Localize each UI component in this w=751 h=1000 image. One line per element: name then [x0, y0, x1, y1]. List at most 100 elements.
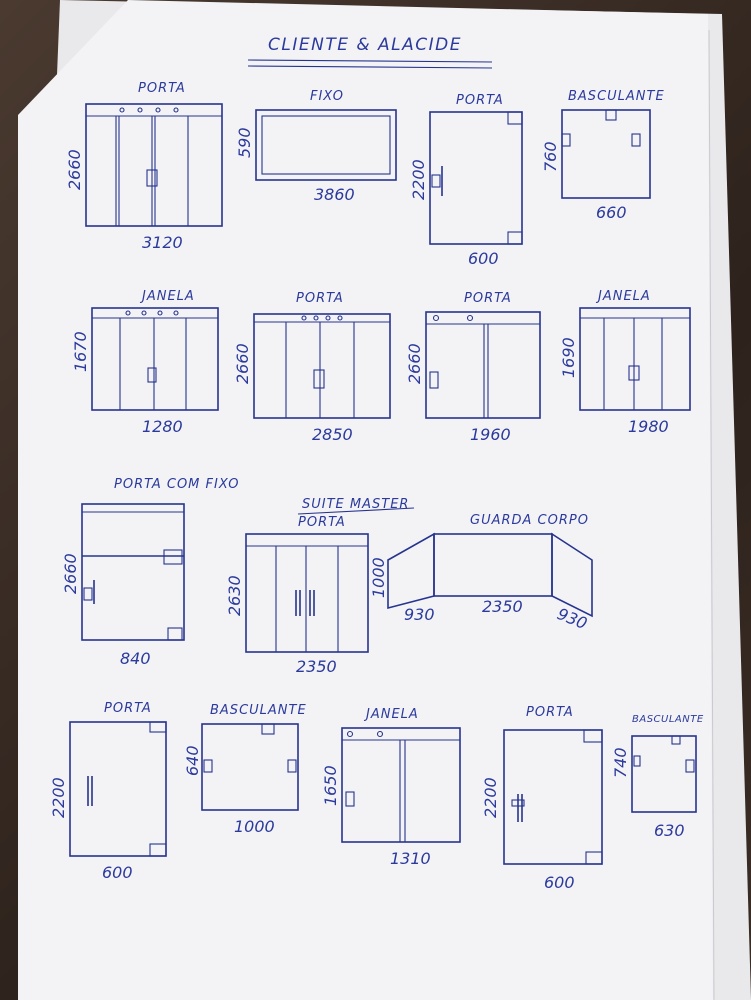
porta-com-fixo-width: 840 — [120, 649, 151, 668]
porta-f-frame — [503, 729, 603, 865]
porta-f-hinge-bottom — [585, 851, 603, 865]
janela-c-roller — [376, 730, 384, 738]
suite-master-drawing: SUITE MASTER PORTA 2350 2630 — [225, 497, 415, 676]
fixo-frame — [255, 109, 397, 181]
janela-b-label: JANELA — [595, 289, 651, 304]
janela-b-drawing: JANELA 1980 1690 — [559, 289, 691, 436]
guarda-corpo-right-panel — [551, 532, 593, 618]
janela-a-roller — [141, 310, 147, 316]
title-underline-1 — [247, 59, 493, 63]
basculante-b-latch-left — [203, 759, 213, 773]
porta-a-handle — [146, 169, 158, 187]
basculante-c-drawing: BASCULANTE 630 740 — [611, 714, 704, 840]
porta-c-drawing: PORTA 2850 2660 — [233, 291, 391, 444]
porta-d-frame — [425, 311, 541, 419]
basculante-b-label: BASCULANTE — [210, 703, 307, 718]
janela-c-label: JANELA — [363, 707, 419, 722]
janela-a-handle — [147, 367, 157, 383]
porta-a-label: PORTA — [138, 81, 186, 96]
porta-b-height: 2200 — [409, 159, 428, 200]
basculante-b-height: 640 — [183, 745, 202, 776]
fixo-height: 590 — [235, 127, 254, 158]
porta-com-fixo-label: PORTA COM FIXO — [114, 477, 240, 492]
basculante-latch-left — [561, 133, 571, 147]
janela-c-height: 1650 — [321, 765, 340, 806]
porta-com-fixo-lock — [83, 587, 93, 601]
janela-a-frame — [91, 307, 219, 411]
porta-com-fixo-hinge-top — [163, 549, 183, 565]
paper-edge — [708, 29, 715, 1000]
guarda-corpo-drawing: GUARDA CORPO 1000 930 2350 930 — [369, 513, 593, 633]
fixo-glass — [261, 115, 391, 175]
paper-sheet — [18, 0, 713, 1000]
porta-f-drawing: PORTA 600 2200 — [481, 705, 603, 892]
porta-b-width: 600 — [468, 249, 499, 268]
porta-com-fixo-hinge-bottom — [167, 627, 183, 641]
page-title: CLIENTE & ALACIDE — [268, 35, 462, 55]
janela-b-frame — [579, 307, 691, 411]
basculante-c-label: BASCULANTE — [632, 714, 704, 725]
basculante-c-hinge — [671, 735, 681, 745]
janela-a-height: 1670 — [71, 331, 90, 372]
basculante-b-latch-right — [287, 759, 297, 773]
porta-f-hinge-top — [583, 729, 603, 743]
porta-f-label: PORTA — [526, 705, 574, 720]
suite-master-label: PORTA — [298, 515, 346, 530]
porta-d-height: 2660 — [405, 343, 424, 384]
basculante-width: 660 — [596, 203, 627, 222]
porta-c-roller — [325, 315, 331, 321]
porta-d-handle — [429, 371, 439, 389]
guarda-corpo-height: 1000 — [369, 557, 388, 598]
porta-a-roller — [119, 107, 125, 113]
porta-a-frame — [85, 103, 223, 227]
basculante-b-width: 1000 — [234, 817, 275, 836]
janela-a-width: 1280 — [142, 417, 183, 436]
fixo-drawing: FIXO 3860 590 — [235, 89, 397, 204]
janela-b-handle — [628, 365, 640, 381]
porta-c-roller — [301, 315, 307, 321]
guarda-corpo-left-width: 930 — [404, 605, 435, 624]
porta-c-width: 2850 — [312, 425, 353, 444]
porta-b-hinge-top — [507, 111, 523, 125]
suite-master-frame — [245, 533, 369, 653]
basculante-hinge — [605, 109, 617, 121]
porta-a-roller — [155, 107, 161, 113]
porta-c-height: 2660 — [233, 343, 252, 384]
porta-e-width: 600 — [102, 863, 133, 882]
porta-e-hinge-bottom — [149, 843, 167, 857]
porta-c-label: PORTA — [296, 291, 344, 306]
suite-master-width: 2350 — [296, 657, 337, 676]
basculante-b-drawing: BASCULANTE 1000 640 — [183, 703, 307, 836]
porta-e-drawing: PORTA 600 2200 — [49, 701, 167, 882]
porta-d-label: PORTA — [464, 291, 512, 306]
janela-c-width: 1310 — [390, 849, 431, 868]
porta-b-drawing: PORTA 600 2200 — [409, 93, 523, 268]
basculante-b-frame — [201, 723, 299, 811]
fixo-width: 3860 — [314, 185, 355, 204]
guarda-corpo-label: GUARDA CORPO — [470, 513, 589, 528]
porta-com-fixo-height: 2660 — [61, 553, 80, 594]
janela-c-handle — [345, 791, 355, 807]
janela-a-roller — [173, 310, 179, 316]
janela-a-roller — [125, 310, 131, 316]
porta-d-drawing: PORTA 1960 2660 — [405, 291, 541, 444]
porta-a-roller — [137, 107, 143, 113]
janela-c-drawing: JANELA 1310 1650 — [321, 707, 461, 868]
basculante-b-hinge — [261, 723, 275, 735]
basculante-latch-right — [631, 133, 641, 147]
porta-d-roller — [432, 314, 440, 322]
porta-a-roller — [173, 107, 179, 113]
porta-b-lock — [431, 174, 441, 188]
janela-b-width: 1980 — [628, 417, 669, 436]
porta-b-frame — [429, 111, 523, 245]
porta-b-label: PORTA — [456, 93, 504, 108]
porta-c-handle — [313, 369, 325, 389]
janela-b-height: 1690 — [559, 337, 578, 378]
suite-master-title: SUITE MASTER — [302, 497, 409, 512]
porta-c-roller — [337, 315, 343, 321]
janela-c-frame — [341, 727, 461, 843]
porta-d-width: 1960 — [470, 425, 511, 444]
porta-f-lock — [511, 799, 525, 807]
porta-d-roller — [466, 314, 474, 322]
porta-e-label: PORTA — [104, 701, 152, 716]
